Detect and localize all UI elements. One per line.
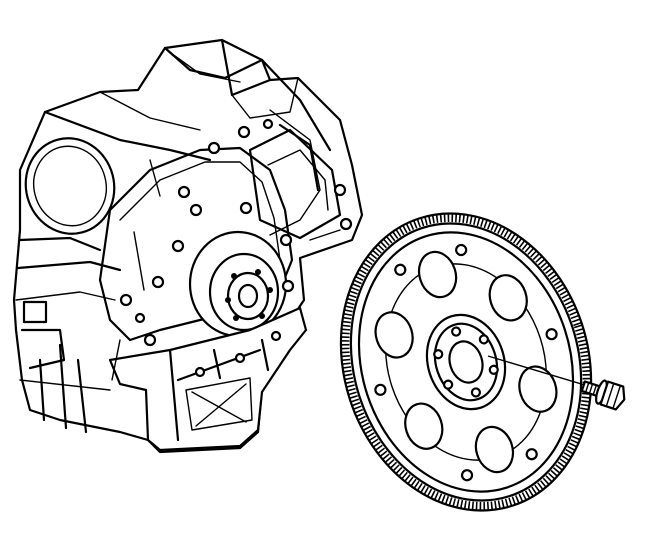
lightening-hole-icon <box>374 250 558 474</box>
outer-mounting-hole-icon <box>374 243 558 482</box>
crank-bolt-hole-icon <box>433 326 499 398</box>
engine-block-icon <box>12 38 364 454</box>
hex-flange-bolt-icon <box>580 379 626 411</box>
ring-gear-teeth <box>340 213 592 511</box>
lower-crankcase-outline <box>108 306 308 452</box>
bolt-alignment-line <box>487 355 589 387</box>
flexplate-icon <box>339 212 593 512</box>
cylinder-bore-icon <box>24 137 116 235</box>
oil-pan-boss <box>22 300 48 324</box>
flexplate-bolt-assembly <box>487 355 626 411</box>
